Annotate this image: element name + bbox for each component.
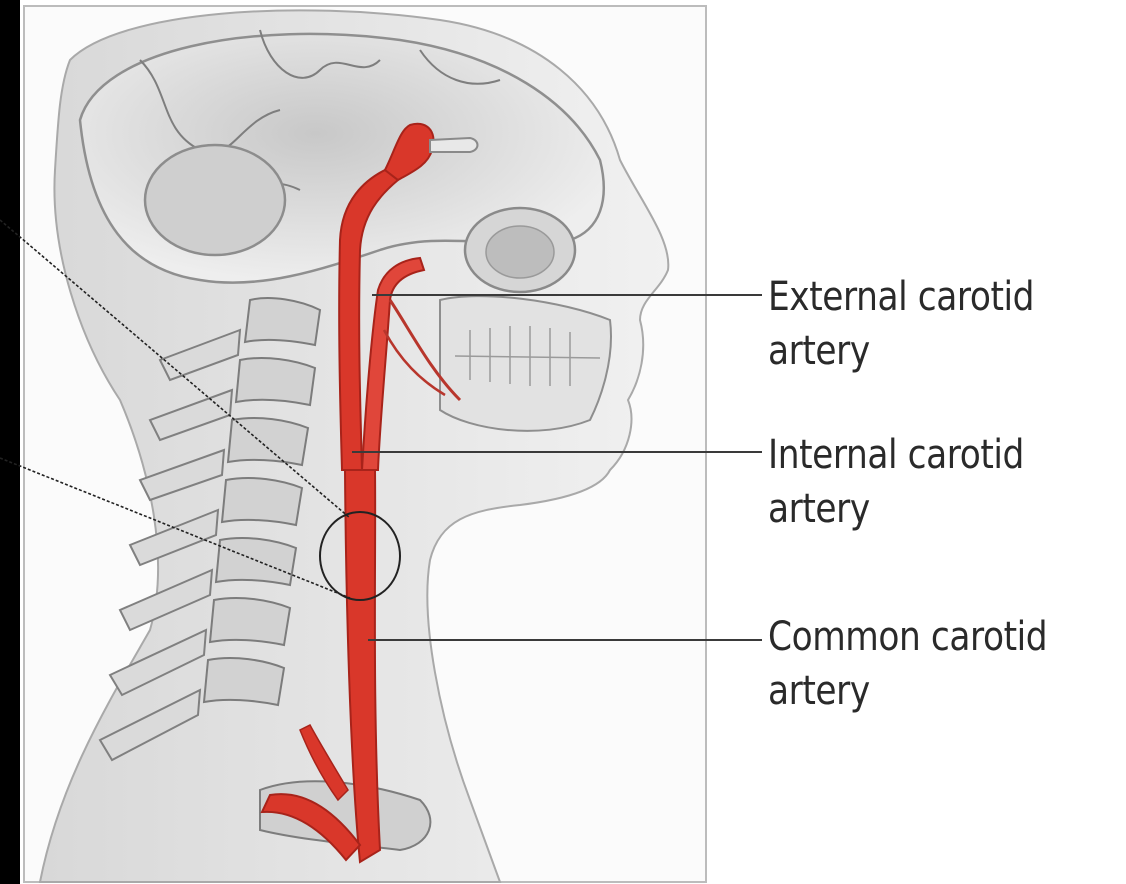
label-internal-carotid: Internal carotid artery [768,428,1024,536]
label-common-line1: Common carotid [768,610,1047,664]
label-internal-line1: Internal carotid [768,428,1024,482]
label-external-carotid: External carotid artery [768,270,1034,378]
left-black-bar [0,0,20,884]
label-common-carotid: Common carotid artery [768,610,1047,718]
label-internal-line2: artery [768,482,1024,536]
label-external-line1: External carotid [768,270,1034,324]
label-common-line2: artery [768,664,1047,718]
ear-region [145,145,285,255]
label-external-line2: artery [768,324,1034,378]
jaw [440,296,611,431]
